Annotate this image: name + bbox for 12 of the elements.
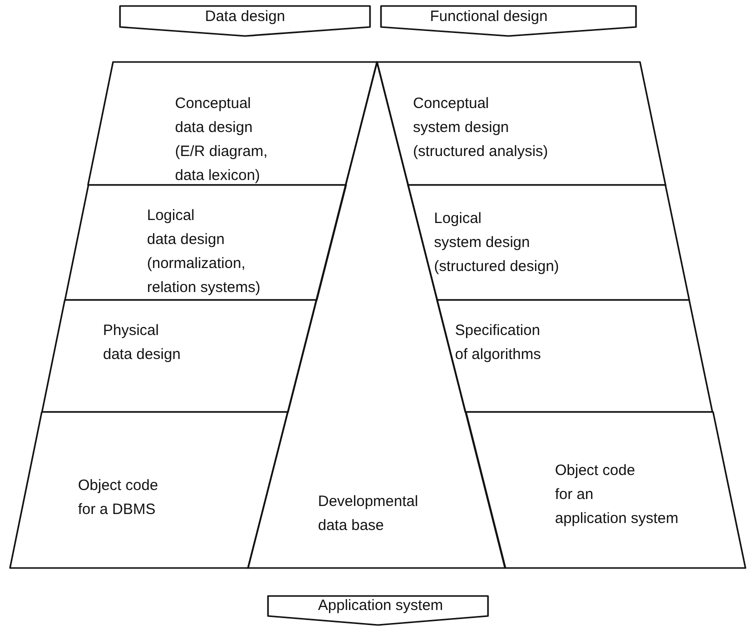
- level-label: Conceptual system design (structured analysis): [413, 94, 548, 162]
- level-label: Logical system design (structured design): [434, 209, 560, 277]
- level-label: Object code for a DBMS: [78, 476, 158, 520]
- level-label: Physical data design: [102, 321, 181, 365]
- triangle-label: Developmental data base: [318, 492, 418, 536]
- level-label: Logical data design (normalization, relation systems): [146, 206, 260, 298]
- phase-label: Functional design: [430, 7, 548, 27]
- phase-label: Data design: [205, 7, 286, 27]
- phase-label: Application system: [318, 596, 444, 616]
- level-label: Specification of algorithms: [454, 321, 541, 365]
- level-label: Conceptual data design (E/R diagram, data lexicon): [174, 94, 268, 186]
- level-label: Object code for an application system: [554, 461, 678, 529]
